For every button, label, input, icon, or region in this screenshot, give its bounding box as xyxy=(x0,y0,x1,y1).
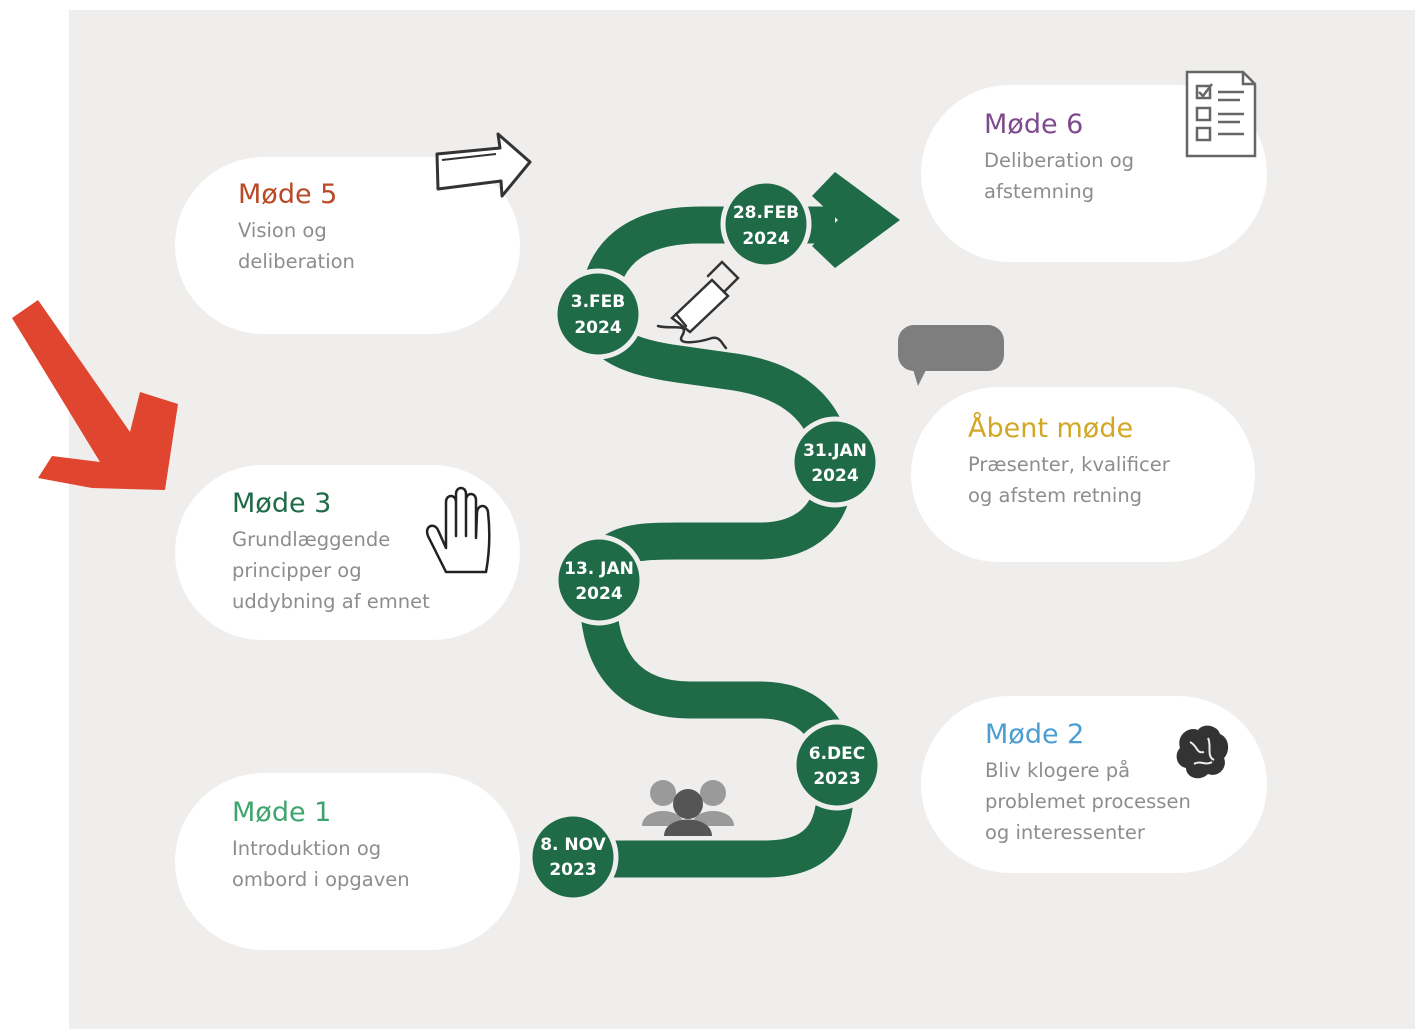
date-node-6: 28.FEB 2024 xyxy=(720,178,812,270)
mode-3-line-1: Grundlæggende xyxy=(232,528,391,551)
mode-2-description: Bliv klogere på problemet processen og i… xyxy=(985,755,1267,848)
mode-5-line-1: Vision og xyxy=(238,219,327,242)
mode-1-line-1: Introduktion og xyxy=(232,837,382,860)
open-meeting-line-2: og afstem retning xyxy=(968,484,1143,507)
date-3-line-2: 2024 xyxy=(575,584,622,604)
timeline-arrowhead-icon xyxy=(812,172,900,268)
mode-5-description: Vision og deliberation xyxy=(238,215,520,277)
arrow-sketch-icon xyxy=(435,132,532,198)
checklist-icon xyxy=(1185,70,1257,158)
mode-2-line-3: og interessenter xyxy=(985,821,1145,844)
speech-bubble-icon xyxy=(898,325,1004,386)
mode-3-line-3: uddybning af emnet xyxy=(232,590,430,613)
date-3-line-1: 13. JAN xyxy=(564,559,634,579)
date-node-3: 13. JAN 2024 xyxy=(553,534,645,626)
mode-6-line-2: afstemning xyxy=(984,180,1095,203)
date-node-2: 6.DEC 2023 xyxy=(791,719,883,811)
mode-1-line-2: ombord i opgaven xyxy=(232,868,410,891)
date-node-5: 3.FEB 2024 xyxy=(552,268,644,360)
mode-6-line-1: Deliberation og xyxy=(984,149,1135,172)
pen-icon xyxy=(656,260,740,350)
mode-6-title: Møde 6 xyxy=(984,109,1084,140)
mode-6-description: Deliberation og afstemning xyxy=(984,145,1267,207)
open-meeting-line-1: Præsenter, kvalificer xyxy=(968,453,1170,476)
date-5-line-1: 3.FEB xyxy=(571,292,625,312)
card-open-meeting: Åbent møde Præsenter, kvalificer og afst… xyxy=(911,387,1255,562)
mode-5-title: Møde 5 xyxy=(238,179,338,210)
card-mode-2: Møde 2 Bliv klogere på problemet process… xyxy=(921,696,1267,873)
mode-3-description: Grundlæggende principper og uddybning af… xyxy=(232,524,520,617)
date-4-line-2: 2024 xyxy=(811,466,858,486)
date-5-line-2: 2024 xyxy=(574,318,621,338)
date-node-4: 31.JAN 2024 xyxy=(789,416,881,508)
mode-2-line-2: problemet processen xyxy=(985,790,1191,813)
mode-1-title: Møde 1 xyxy=(232,797,332,828)
date-2-line-2: 2023 xyxy=(813,769,860,789)
date-6-line-2: 2024 xyxy=(742,229,789,249)
raised-hand-icon xyxy=(425,486,491,574)
date-4-line-1: 31.JAN xyxy=(803,441,867,461)
date-2-line-1: 6.DEC xyxy=(809,744,866,764)
mode-2-line-1: Bliv klogere på xyxy=(985,759,1131,782)
date-1-line-2: 2023 xyxy=(549,860,596,880)
red-pointer-arrow-icon xyxy=(12,300,178,490)
date-node-1: 8. NOV 2023 xyxy=(527,811,619,903)
mode-5-line-2: deliberation xyxy=(238,250,355,273)
brain-icon xyxy=(1176,725,1229,779)
mode-1-description: Introduktion og ombord i opgaven xyxy=(232,833,520,895)
date-1-line-1: 8. NOV xyxy=(540,835,606,855)
mode-2-title: Møde 2 xyxy=(985,719,1085,750)
people-icon xyxy=(642,780,734,836)
mode-3-line-2: principper og xyxy=(232,559,362,582)
mode-3-title: Møde 3 xyxy=(232,488,332,519)
open-meeting-title: Åbent møde xyxy=(968,413,1134,444)
open-meeting-description: Præsenter, kvalificer og afstem retning xyxy=(968,449,1255,511)
card-mode-1: Møde 1 Introduktion og ombord i opgaven xyxy=(175,773,520,950)
date-6-line-1: 28.FEB xyxy=(733,203,799,223)
